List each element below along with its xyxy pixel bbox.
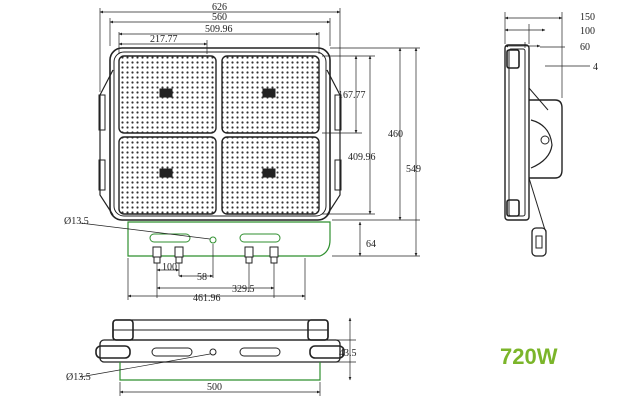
outer-frame [109,47,331,221]
front-view [98,47,342,264]
dim-hole-pitch: 100 [162,262,177,273]
led-module [221,55,320,134]
led-module [118,136,217,215]
right-bracket [326,69,341,216]
left-bracket [99,69,114,216]
led-module [221,136,320,215]
dim-overall-height: 549 [406,164,421,175]
dim-module-height: 167.77 [338,90,366,101]
dim-mount-height: 64 [366,239,376,250]
dim-hole-dia: Ø13.5 [64,216,89,227]
bottom-view [95,319,345,381]
dimension-labels: 626 560 509.96 217.77 167.77 460 409.96 … [64,2,598,393]
dim-module-span: 509.96 [205,24,233,35]
side-view [504,44,563,257]
bottom-base [119,362,321,381]
dim-base-width: 461.96 [193,293,221,304]
led-module [118,55,217,134]
front-dimensions [79,8,420,300]
dim-bracket-height: 43.5 [339,348,357,359]
dim-depth: 150 [580,12,595,23]
wattage-label: 720W [500,344,558,369]
dim-glass: 4 [593,62,598,73]
bottom-dimensions [79,317,356,396]
dim-frame-width: 560 [212,12,227,23]
dim-bottom-hole-dia: Ø13.5 [66,372,91,383]
dim-overall-width: 626 [212,2,227,13]
dim-body-depth: 100 [580,26,595,37]
dim-light-height: 409.96 [348,152,376,163]
dim-base-length: 500 [207,382,222,393]
mounting-bolt [152,246,279,264]
dim-module-pitch: 217.77 [150,34,178,45]
side-bracket [529,99,563,179]
dim-lens-depth: 60 [580,42,590,53]
dim-frame-height: 460 [388,129,403,140]
dim-hole-offset: 58 [197,272,207,283]
side-dimensions [504,12,590,98]
dim-hole-span: 329.5 [232,284,255,295]
